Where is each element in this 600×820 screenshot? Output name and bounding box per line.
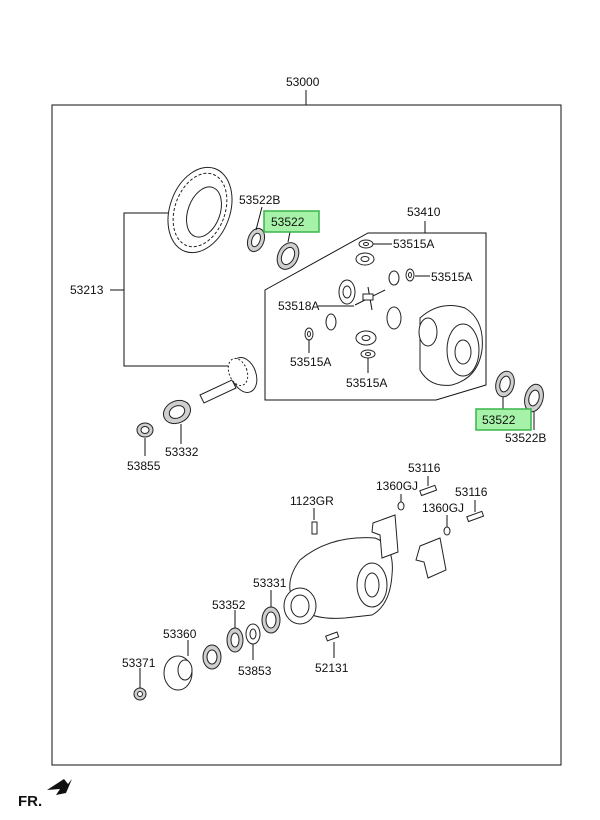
bolt-1123GR [311, 521, 318, 535]
bearing-53522-bottom [495, 370, 515, 398]
label-53522B-top[interactable]: 53522B [239, 193, 280, 207]
pinion-shaft-cross [354, 286, 386, 311]
companion-flange [163, 655, 193, 691]
label-53213[interactable]: 53213 [70, 283, 104, 297]
front-arrow-icon [47, 779, 72, 795]
carrier-housing [283, 537, 393, 625]
seal-53360 [202, 644, 222, 670]
washer-lower-left [304, 327, 314, 341]
bearing-cap-left [371, 514, 399, 559]
label-53116-2[interactable]: 53116 [455, 485, 488, 499]
label-1360GJ-1[interactable]: 1360GJ [376, 479, 418, 493]
pinion-gear-lower [325, 313, 337, 331]
bearing-53522-top [276, 242, 300, 270]
label-53853[interactable]: 53853 [238, 664, 272, 678]
pinion-gear-mid [386, 306, 402, 330]
side-gear-bottom [355, 330, 377, 346]
washer-right [405, 268, 415, 282]
differential-case [418, 305, 483, 386]
bearing-53331 [261, 606, 281, 634]
label-53116-1[interactable]: 53116 [408, 461, 441, 475]
drive-pinion [199, 357, 258, 404]
label-53515A-2[interactable]: 53515A [431, 270, 472, 284]
front-direction-label: FR. [18, 793, 42, 810]
label-53352[interactable]: 53352 [212, 598, 246, 612]
spacer-53352 [226, 627, 244, 653]
label-1360GJ-2[interactable]: 1360GJ [422, 501, 464, 515]
side-gear-top [355, 252, 375, 266]
bearing-cap-right [415, 537, 447, 579]
label-1123GR[interactable]: 1123GR [290, 494, 334, 508]
ring-gear [167, 166, 233, 254]
washer-1360GJ-1 [397, 501, 405, 511]
label-53522-top[interactable]: 53522 [271, 215, 305, 229]
nut-53371 [133, 687, 147, 701]
label-53518A[interactable]: 53518A [278, 299, 319, 313]
label-52131[interactable]: 52131 [315, 661, 349, 675]
label-53410[interactable]: 53410 [407, 205, 441, 219]
pinion-gear-right [388, 270, 400, 286]
seal-53855 [136, 422, 154, 438]
label-53515A-4[interactable]: 53515A [346, 376, 387, 390]
label-53000[interactable]: 53000 [286, 75, 320, 89]
label-53522-bottom[interactable]: 53522 [482, 413, 516, 427]
bearing-53853 [245, 623, 261, 645]
bearing-53522B-bottom [524, 383, 544, 413]
label-53515A-1[interactable]: 53515A [393, 237, 434, 251]
label-53371[interactable]: 53371 [122, 656, 156, 670]
highlight-53522-top [263, 210, 320, 233]
label-53332[interactable]: 53332 [165, 445, 199, 459]
label-53855[interactable]: 53855 [127, 459, 161, 473]
bolt-53116-2 [466, 510, 485, 523]
bearing-53332 [162, 399, 192, 425]
bolt-52131 [325, 631, 340, 642]
label-53515A-3[interactable]: 53515A [290, 355, 331, 369]
label-53522B-bottom[interactable]: 53522B [505, 431, 546, 445]
label-53360[interactable]: 53360 [163, 627, 197, 641]
washer-bottom [360, 349, 376, 359]
highlight-53522-bottom [475, 408, 532, 431]
side-gear-left [338, 279, 356, 305]
washer-1360GJ-2 [443, 526, 451, 536]
bolt-53116-1 [419, 484, 438, 497]
label-53331[interactable]: 53331 [253, 576, 287, 590]
bearing-53522B-top [246, 227, 266, 253]
differential-subframe [264, 232, 487, 401]
washer-top [358, 239, 374, 249]
